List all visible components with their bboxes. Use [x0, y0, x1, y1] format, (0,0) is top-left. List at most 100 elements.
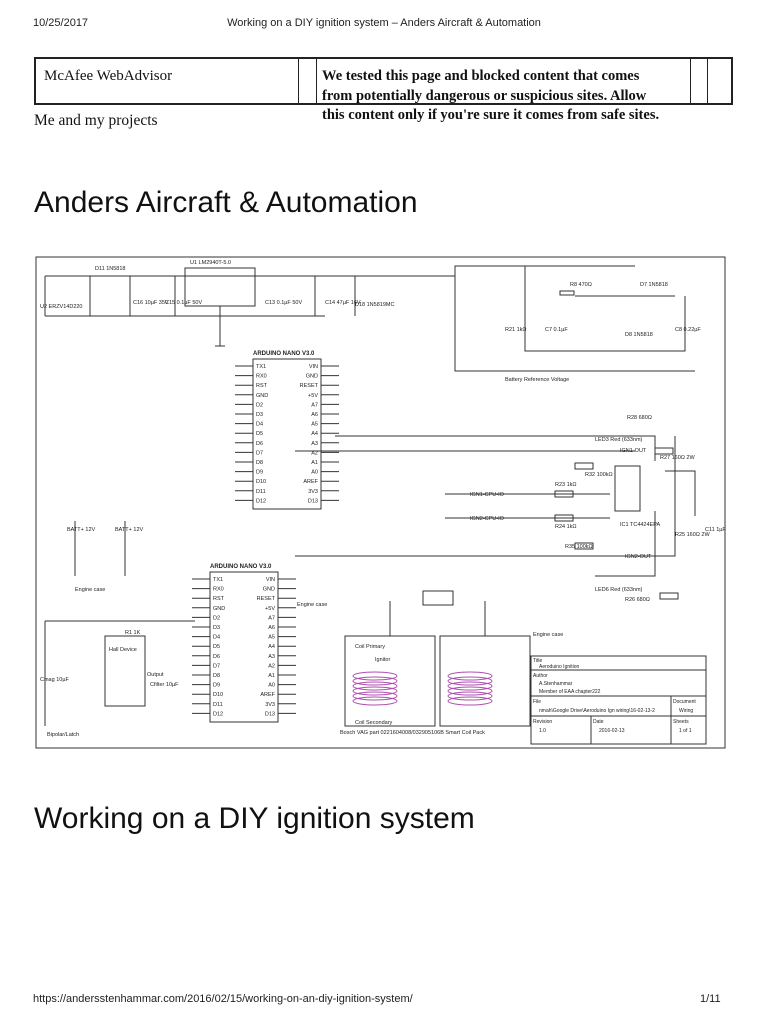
print-date: 10/25/2017 [33, 17, 89, 29]
coil-pack [344, 635, 436, 727]
mcafee-blocked-message: We tested this page and blocked content … [322, 68, 660, 123]
arduino-pin-label: A3 [311, 441, 318, 447]
label-ic1: IC1 TC4424EPA [620, 522, 660, 528]
label-c15: C15 0.1µF 50V [165, 300, 202, 306]
connector [422, 590, 454, 606]
arduino-pin-label: D3 [213, 625, 220, 631]
arduino-label: ARDUINO NANO V3.0 [210, 564, 272, 570]
arduino-pin-label: A2 [268, 663, 275, 669]
arduino-pin-label: A7 [268, 615, 275, 621]
arduino-nano-2 [209, 571, 279, 723]
arduino-pin-label: D7 [213, 663, 220, 669]
site-title[interactable]: Anders Aircraft & Automation [34, 186, 418, 219]
title-block-title-label: Title [533, 658, 542, 664]
title-block-sheets: 1 of 1 [679, 728, 692, 734]
arduino-pin-label: GND [213, 606, 225, 612]
wire [595, 511, 656, 577]
arduino-pin-label: AREF [260, 692, 275, 698]
label-d11: D11 1N5818 [95, 266, 125, 272]
label-engine_case2: Engine case [297, 602, 327, 608]
label-c14: C14 47µF 16V [325, 300, 361, 306]
coil-winding [352, 681, 398, 691]
label-cfilter: Cfilter 10µF [150, 682, 179, 688]
label-engine_case3: Engine case [533, 632, 563, 638]
ignition-schematic: ARDUINO NANO V3.0TX1RX0RSTGNDD2D3D4D5D6D… [35, 256, 726, 749]
label-c8: C8 0.22µF [675, 327, 701, 333]
title-block-file: nmah\Google Drive\Aeroduino Ign wiring\1… [539, 708, 655, 714]
title-block-revision-label: Revision [533, 719, 552, 725]
title-block-author-note: Member of EAA chapter222 [539, 689, 601, 695]
label-ign2: IGN2-CPU-IO [470, 516, 505, 522]
label-r24: R24 1kΩ [555, 524, 577, 530]
arduino-pin-label: D10 [256, 479, 266, 485]
arduino-pin-label: AREF [303, 479, 318, 485]
label-coil_secondary: Coil Secondary [355, 720, 393, 726]
label-r1: R1 1K [125, 630, 141, 636]
arduino-pin-label: RX0 [213, 587, 224, 593]
mcafee-webadvisor-banner [34, 57, 733, 105]
arduino-nano-1 [252, 358, 322, 510]
title-block-sheets-label: Sheets [673, 719, 689, 725]
label-batt1: BATT+ 12V [67, 527, 96, 533]
arduino-pin-label: D9 [256, 470, 263, 476]
arduino-pin-label: D13 [308, 498, 318, 504]
coil-winding [447, 671, 493, 681]
label-coil_primary: Coil Primary [355, 644, 385, 650]
arduino-pin-label: 3V3 [265, 702, 275, 708]
arduino-pin-label: A1 [311, 460, 318, 466]
resistor-r8 [559, 290, 575, 296]
arduino-pin-label: D4 [256, 422, 263, 428]
coil-pack [439, 635, 531, 727]
title-block-date-label: Date [593, 719, 604, 725]
arduino-pin-label: D2 [256, 402, 263, 408]
label-batt2: BATT+ 12V [115, 527, 144, 533]
arduino-pin-label: TX1 [213, 577, 223, 583]
label-ign1o: IGN1-OUT [620, 448, 647, 454]
arduino-pin-label: GND [306, 374, 318, 380]
arduino-pin-label: D9 [213, 683, 220, 689]
arduino-pin-label: D8 [213, 673, 220, 679]
arduino-pin-label: D11 [213, 702, 223, 708]
arduino-pin-label: D6 [256, 441, 263, 447]
resistor [654, 447, 674, 455]
label-r21: R21 1kΩ [505, 327, 527, 333]
wire [454, 266, 695, 372]
coil-winding [447, 676, 493, 686]
arduino-pin-label: RST [256, 383, 268, 389]
label-bipolar: Bipolar/Latch [47, 732, 79, 738]
arduino-pin-label: A3 [268, 654, 275, 660]
arduino-pin-label: D11 [256, 489, 266, 495]
schematic-frame [35, 256, 726, 749]
coil-winding [352, 686, 398, 696]
title-block-author-label: Author [533, 673, 548, 679]
site-tagline[interactable]: Me and my projects [34, 112, 158, 129]
label-r8: R8 470Ω [570, 282, 592, 288]
arduino-pin-label: D13 [265, 711, 275, 717]
coil-winding [352, 691, 398, 701]
arduino-pin-label: A5 [268, 635, 275, 641]
label-r32: R32 100kΩ [585, 472, 613, 478]
label-ign2o: IGN2-OUT [625, 554, 652, 560]
arduino-pin-label: A1 [268, 673, 275, 679]
arduino-pin-label: VIN [309, 364, 318, 370]
title-block-revision: 1.0 [539, 728, 546, 734]
resistor [574, 462, 594, 470]
wire [295, 436, 676, 557]
coil-winding [447, 681, 493, 691]
label-d18: D18 1N5819MC [355, 302, 394, 308]
label-r26: R26 680Ω [625, 597, 650, 603]
ic1-tc4424 [614, 465, 641, 512]
arduino-pin-label: D6 [213, 654, 220, 660]
label-r23: R23 1kΩ [555, 482, 577, 488]
label-u1: U1 LM2940T-5.0 [190, 260, 231, 266]
resistor [554, 490, 574, 498]
arduino-pin-label: A0 [311, 470, 318, 476]
schematic-title-block [530, 655, 707, 745]
label-cmag: Cmag 10µF [40, 677, 69, 683]
arduino-pin-label: GND [256, 393, 268, 399]
print-title: Working on a DIY ignition system – Ander… [227, 17, 541, 29]
title-block-date: 2016-02-13 [599, 728, 625, 734]
coil-winding [352, 671, 398, 681]
label-r25: R25 160Ω 2W [675, 532, 710, 538]
wire [665, 470, 696, 516]
